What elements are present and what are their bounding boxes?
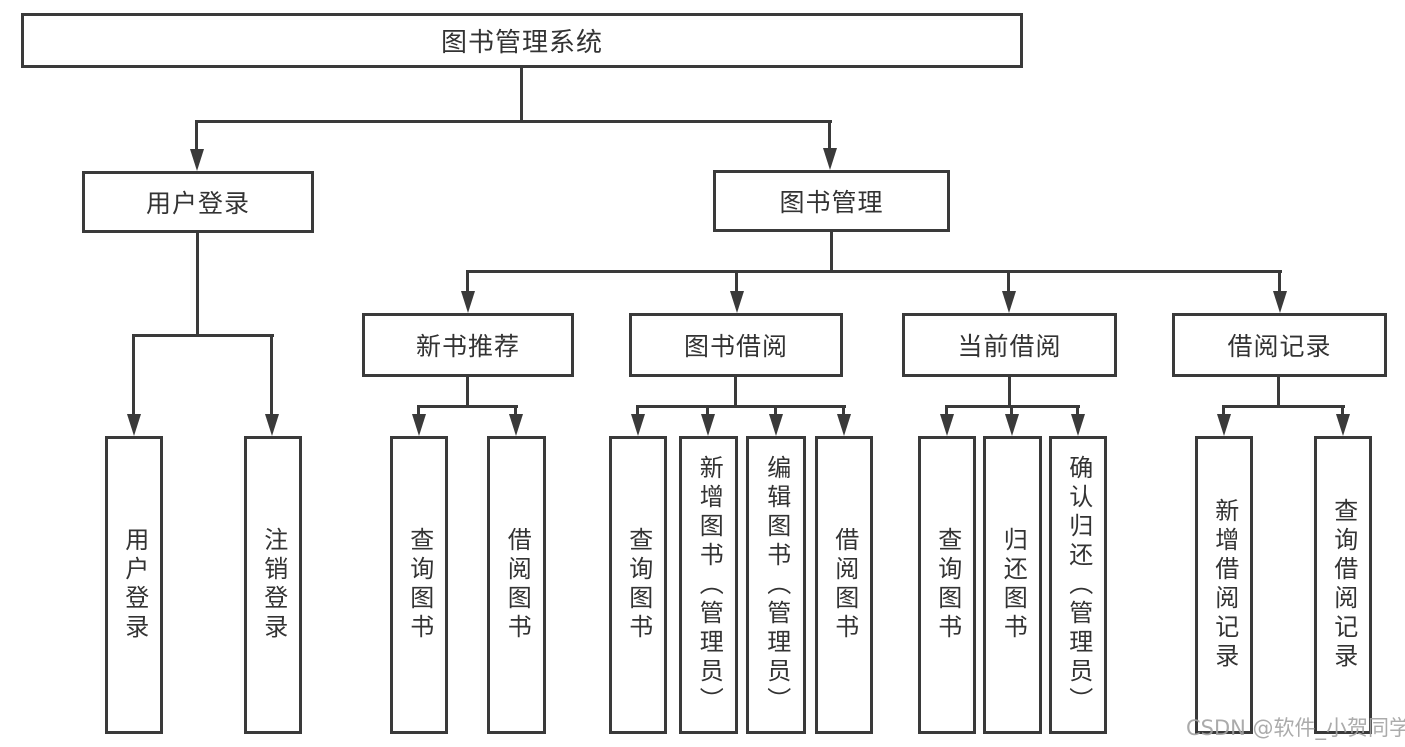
leaf-label: 借阅图书 — [503, 527, 532, 643]
leaf-borrow-query-books: 查询图书 — [609, 436, 667, 734]
leaf-borrow-add-books-admin: 新增图书（管理员） — [679, 436, 738, 734]
connector-hline — [1222, 405, 1345, 408]
leaf-borrow-borrow-books: 借阅图书 — [815, 436, 873, 734]
leaf-current-confirm-return-admin: 确认归还（管理员） — [1049, 436, 1107, 734]
leaf-current-return-books: 归还图书 — [983, 436, 1042, 734]
leaf-record-add: 新增借阅记录 — [1195, 436, 1253, 734]
node-label: 当前借阅 — [957, 332, 1062, 361]
node-label: 图书借阅 — [683, 332, 788, 361]
node-label: 用户登录 — [145, 189, 250, 218]
leaf-record-query: 查询借阅记录 — [1314, 436, 1372, 734]
connector-vline — [774, 405, 777, 416]
connector-vline — [417, 405, 420, 416]
connector-vline — [514, 405, 517, 416]
connector-vline — [520, 66, 523, 122]
leaf-label: 新增图书（管理员） — [695, 454, 724, 716]
node-label: 新书推荐 — [415, 332, 520, 361]
connector-vline — [828, 120, 831, 150]
node-book-management: 图书管理 — [713, 170, 950, 232]
arrowhead-down-icon — [1336, 414, 1350, 436]
connector-vline — [1010, 405, 1013, 416]
connector-vline — [466, 377, 469, 408]
node-current-borrow: 当前借阅 — [902, 313, 1117, 377]
connector-vline — [734, 377, 737, 408]
node-label: 图书管理 — [779, 188, 884, 217]
arrowhead-down-icon — [509, 414, 523, 436]
leaf-label: 编辑图书（管理员） — [762, 454, 791, 716]
arrowhead-down-icon — [837, 414, 851, 436]
arrowhead-down-icon — [1005, 414, 1019, 436]
arrowhead-down-icon — [127, 414, 141, 436]
connector-hline — [132, 334, 274, 337]
leaf-newbook-borrow-books: 借阅图书 — [487, 436, 546, 734]
connector-hline — [466, 270, 1282, 273]
node-label: 借阅记录 — [1227, 332, 1332, 361]
node-user-login: 用户登录 — [82, 171, 314, 233]
node-library-system: 图书管理系统 — [21, 13, 1023, 68]
connector-vline — [196, 233, 199, 337]
leaf-label: 借阅图书 — [830, 527, 859, 643]
connector-vline — [132, 334, 135, 416]
arrowhead-down-icon — [940, 414, 954, 436]
connector-vline — [1222, 405, 1225, 416]
leaf-label: 新增借阅记录 — [1210, 498, 1239, 672]
leaf-newbook-query-books: 查询图书 — [390, 436, 448, 734]
arrowhead-down-icon — [701, 414, 715, 436]
connector-vline — [945, 405, 948, 416]
connector-vline — [706, 405, 709, 416]
arrowhead-down-icon — [730, 291, 744, 313]
connector-vline — [1007, 270, 1010, 293]
connector-hline — [417, 405, 518, 408]
connector-hline — [636, 405, 846, 408]
connector-vline — [1076, 405, 1079, 416]
connector-vline — [466, 270, 469, 293]
arrowhead-down-icon — [412, 414, 426, 436]
arrowhead-down-icon — [190, 149, 204, 171]
leaf-label: 查询图书 — [624, 527, 653, 643]
connector-vline — [1341, 405, 1344, 416]
node-new-book-recommend: 新书推荐 — [362, 313, 574, 377]
node-book-borrow: 图书借阅 — [629, 313, 843, 377]
csdn-watermark: CSDN @软件_小贺同学 — [1186, 716, 1405, 740]
arrowhead-down-icon — [1273, 291, 1287, 313]
arrowhead-down-icon — [1002, 291, 1016, 313]
leaf-label: 确认归还（管理员） — [1064, 454, 1093, 716]
connector-vline — [1008, 377, 1011, 408]
leaf-current-query-books: 查询图书 — [918, 436, 976, 734]
leaf-label: 注销登录 — [259, 527, 288, 643]
connector-vline — [1277, 377, 1280, 408]
arrowhead-down-icon — [265, 414, 279, 436]
arrowhead-down-icon — [461, 291, 475, 313]
connector-vline — [195, 120, 198, 151]
connector-vline — [842, 405, 845, 416]
connector-vline — [636, 405, 639, 416]
connector-vline — [830, 232, 833, 273]
connector-vline — [735, 270, 738, 293]
arrowhead-down-icon — [823, 148, 837, 170]
connector-vline — [270, 334, 273, 416]
leaf-label: 查询图书 — [405, 527, 434, 643]
connector-vline — [1278, 270, 1281, 293]
node-label: 图书管理系统 — [440, 28, 603, 58]
arrowhead-down-icon — [1071, 414, 1085, 436]
node-borrow-record: 借阅记录 — [1172, 313, 1387, 377]
leaf-label: 用户登录 — [120, 527, 149, 643]
arrowhead-down-icon — [1217, 414, 1231, 436]
leaf-user-login: 用户登录 — [105, 436, 163, 734]
leaf-label: 查询借阅记录 — [1329, 498, 1358, 672]
leaf-logout: 注销登录 — [244, 436, 302, 734]
leaf-label: 查询图书 — [933, 527, 962, 643]
leaf-label: 归还图书 — [999, 527, 1028, 643]
connector-hline — [196, 120, 832, 123]
arrowhead-down-icon — [631, 414, 645, 436]
leaf-borrow-edit-books-admin: 编辑图书（管理员） — [746, 436, 806, 734]
arrowhead-down-icon — [769, 414, 783, 436]
